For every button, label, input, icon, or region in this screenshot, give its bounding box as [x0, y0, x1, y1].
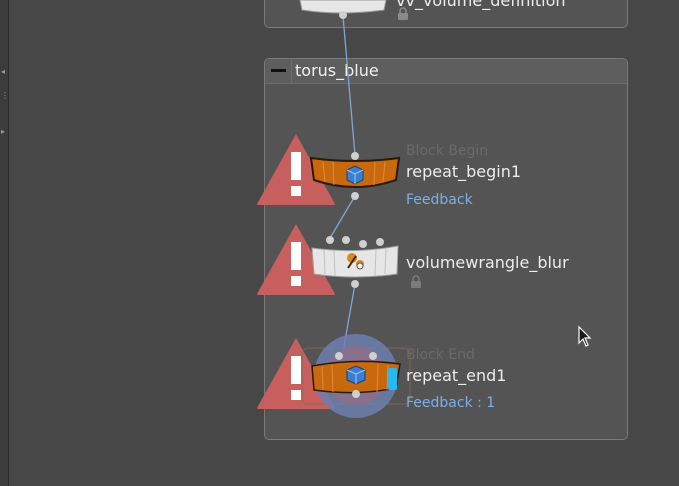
node-label-repeat-end1[interactable]: repeat_end1: [406, 366, 507, 385]
drag-handle-icon[interactable]: ⋮: [1, 91, 9, 100]
warning-icon[interactable]: [257, 134, 335, 206]
top-node-label[interactable]: vv_volume_definition: [396, 0, 566, 10]
box-icon: [346, 365, 366, 385]
network-box-title: torus_blue: [295, 61, 379, 80]
wire-top-to-begin: [342, 15, 356, 156]
node-label-repeat-begin1[interactable]: repeat_begin1: [406, 162, 522, 181]
collapse-icon[interactable]: [265, 59, 292, 83]
volume-wrangle-node[interactable]: [310, 234, 402, 288]
wrangle-icon: [347, 253, 364, 270]
top-node-shape[interactable]: [298, 0, 388, 20]
expand-arrow-icon[interactable]: ▸: [1, 127, 6, 136]
wire-begin-to-wrangle: [329, 195, 356, 239]
box-icon: [346, 165, 364, 185]
node-type-label: Block End: [406, 347, 475, 363]
lock-icon[interactable]: [410, 275, 422, 288]
node-comment: Feedback: [406, 192, 473, 208]
block-end-node[interactable]: [300, 334, 412, 424]
collapse-arrow-icon[interactable]: ◂: [1, 67, 6, 76]
lock-icon[interactable]: [397, 7, 409, 20]
warning-icon[interactable]: [257, 338, 335, 410]
mouse-cursor-icon: [578, 325, 592, 347]
node-label-volumewrangle-blur[interactable]: volumewrangle_blur: [406, 253, 569, 272]
display-flag: [388, 368, 397, 390]
left-panel-strip[interactable]: ◂ ⋮ ▸: [0, 0, 9, 486]
warning-icon[interactable]: [257, 224, 335, 296]
node-type-label: Block Begin: [406, 143, 489, 159]
network-box-header[interactable]: torus_blue: [265, 59, 627, 84]
node-comment: Feedback : 1: [406, 395, 496, 411]
block-begin-node[interactable]: [309, 150, 401, 200]
